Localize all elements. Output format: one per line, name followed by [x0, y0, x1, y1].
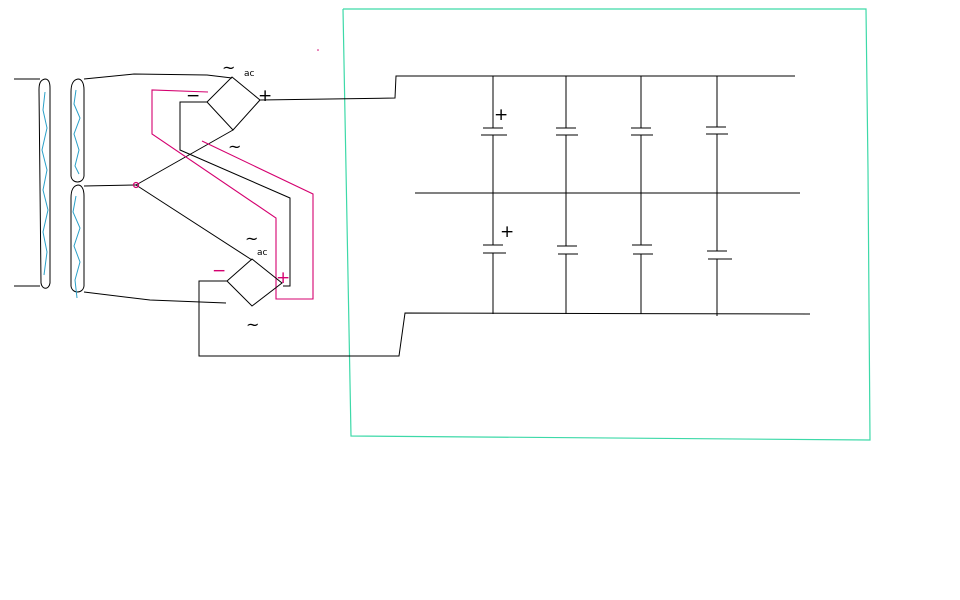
capacitor-lower-4: [707, 250, 732, 260]
bridge-bottom-plus: +: [276, 268, 290, 288]
wire-center-tap: [83, 184, 137, 187]
capacitor-upper-2: [556, 127, 578, 136]
bridge-top-minus: −: [186, 86, 200, 106]
wire-center-to-bridge2: [135, 184, 253, 261]
transformer: [14, 78, 85, 299]
magenta-loop: [151, 89, 314, 300]
bridge-rectifier-top: [206, 76, 261, 131]
cap-upper-plus: +: [494, 105, 508, 125]
primary-coil: [14, 78, 51, 289]
secondary-coil-upper: [70, 78, 85, 183]
black-wiring: [83, 73, 811, 357]
center-node-dot: [132, 181, 140, 189]
capacitor-upper-3: [631, 127, 653, 136]
capacitor-bank: [415, 76, 800, 316]
bridge-bottom-ac-label: ac: [257, 248, 268, 258]
wire-center-to-bridge1: [135, 129, 234, 186]
enclosure-outline: [342, 8, 871, 441]
bridge-top-dc-tilde: ~: [228, 137, 241, 156]
capacitor-upper-1: [481, 127, 507, 136]
bridge-bottom-minus: −: [212, 261, 226, 281]
bridge-top-plus: +: [258, 86, 272, 106]
capacitor-lower-1: [483, 244, 506, 254]
wire-coil-bottom: [83, 291, 227, 304]
bridge-bottom-ac-tilde: ~: [245, 229, 258, 248]
wire-bridge1-minus-loop: [179, 101, 291, 287]
secondary-coil-lower: [70, 184, 85, 293]
bridge-rectifier-bottom: [226, 258, 283, 307]
wire-bridge1-plus: [259, 75, 795, 101]
capacitor-lower-2: [557, 245, 578, 255]
cap-lower-plus: +: [500, 222, 514, 242]
bridge-top-ac-label: ac: [244, 69, 255, 79]
secondary-coil-trace: [72, 89, 81, 299]
wire-bridge2-minus: [198, 280, 811, 357]
capacitor-upper-4: [706, 126, 728, 135]
bridge-bottom-dc-tilde: ~: [246, 315, 259, 334]
bridge-top-ac-tilde: ~: [222, 58, 235, 77]
capacitor-lower-3: [632, 244, 653, 255]
wire-coil-top: [83, 73, 233, 80]
stray-dot: [317, 49, 319, 51]
primary-coil-trace: [41, 91, 49, 276]
